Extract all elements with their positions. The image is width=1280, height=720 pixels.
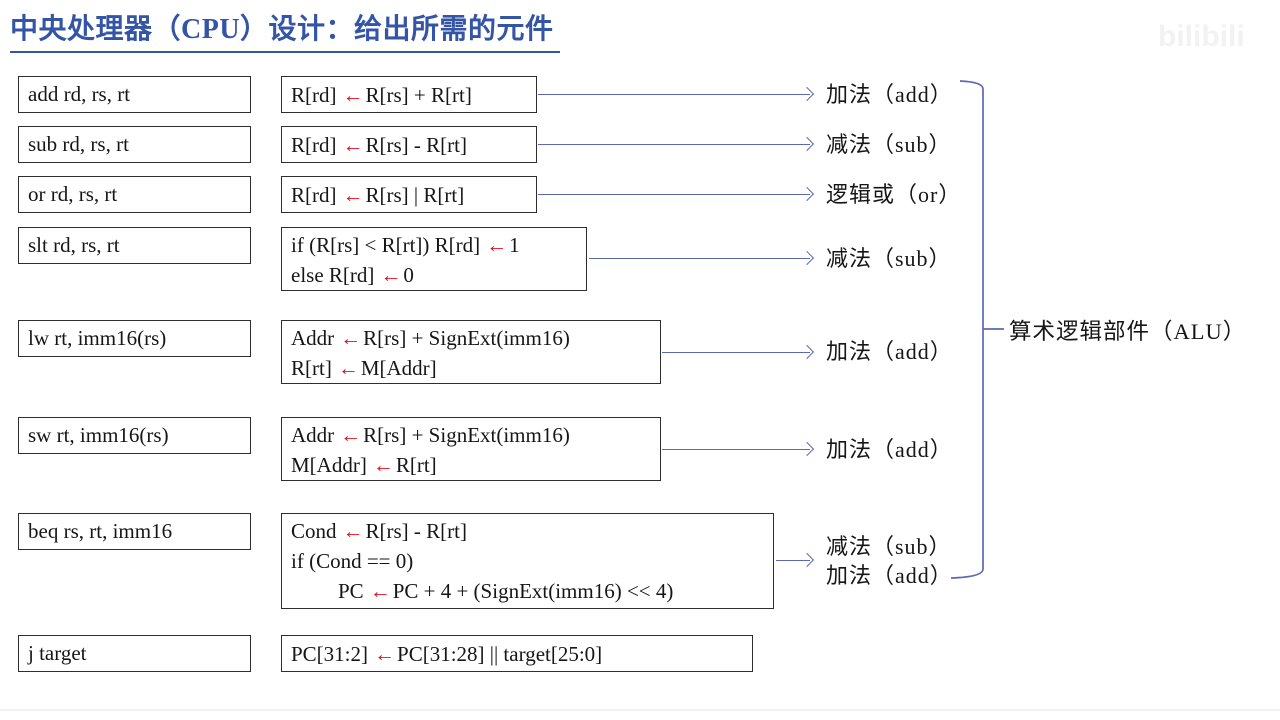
- assign-arrow-icon: ←: [342, 132, 364, 157]
- alu-op-label: 减法（sub） 加法（add）: [826, 532, 953, 590]
- assign-arrow-icon: ←: [337, 356, 359, 380]
- rtl-line: if (Cond == 0): [291, 546, 773, 576]
- rtl-line: Addr←R[rs] + SignExt(imm16): [291, 323, 660, 353]
- instruction-text: or rd, rs, rt: [28, 182, 118, 206]
- alu-label: 算术逻辑部件（ALU）: [1009, 319, 1247, 344]
- arrow-right-connector: [589, 258, 810, 259]
- rtl-line: PC[31:2]←PC[31:28] || target[25:0]: [291, 639, 602, 669]
- alu-op-label: 加法（add）: [826, 82, 953, 107]
- assign-arrow-icon: ←: [342, 82, 364, 107]
- rtl-text: R[rd]: [291, 182, 337, 207]
- alu-op-line: 减法（sub）: [826, 534, 952, 559]
- assign-arrow-icon: ←: [369, 579, 391, 603]
- instruction-box-slt: slt rd, rs, rt: [18, 227, 251, 264]
- arrow-right-connector: [776, 560, 810, 561]
- arrow-right-connector: [538, 94, 810, 95]
- rtl-text: if (Cond == 0): [291, 549, 414, 573]
- instruction-box-beq: beq rs, rt, imm16: [18, 513, 251, 550]
- rtl-line: R[rd]←R[rs] - R[rt]: [291, 130, 467, 160]
- instruction-box-add: add rd, rs, rt: [18, 76, 251, 113]
- alu-op-line: 加法（add）: [826, 563, 953, 588]
- rtl-text: R[rs] + SignExt(imm16): [363, 326, 570, 350]
- rtl-text: R[rs] | R[rt]: [365, 182, 465, 207]
- alu-op-label: 加法（add）: [826, 339, 953, 364]
- rtl-line: M[Addr]←R[rt]: [291, 450, 660, 480]
- rtl-line: PC←PC + 4 + (SignExt(imm16) << 4): [291, 576, 773, 606]
- instruction-text: add rd, rs, rt: [28, 82, 131, 106]
- rtl-box-lw: Addr←R[rs] + SignExt(imm16) R[rt]←M[Addr…: [281, 320, 661, 384]
- rtl-text: else R[rd]: [291, 263, 375, 287]
- rtl-line: R[rd]←R[rs] | R[rt]: [291, 180, 464, 210]
- slide-title: 中央处理器（CPU）设计：给出所需的元件: [10, 7, 560, 53]
- alu-op-label: 加法（add）: [826, 437, 953, 462]
- instruction-text: j target: [28, 641, 87, 665]
- rtl-text: PC[31:2]: [291, 641, 369, 666]
- rtl-box-slt: if (R[rs] < R[rt]) R[rd]←1 else R[rd]←0: [281, 227, 587, 291]
- assign-arrow-icon: ←: [372, 453, 394, 477]
- instruction-box-sw: sw rt, imm16(rs): [18, 417, 251, 454]
- instruction-text: lw rt, imm16(rs): [28, 326, 167, 350]
- instruction-box-or: or rd, rs, rt: [18, 176, 251, 213]
- rtl-box-beq: Cond←R[rs] - R[rt] if (Cond == 0) PC←PC …: [281, 513, 774, 609]
- rtl-text: R[rd]: [291, 132, 337, 157]
- slide-bottom-edge: [0, 709, 1280, 711]
- rtl-text: PC: [338, 579, 364, 603]
- rtl-line: R[rd]←R[rs] + R[rt]: [291, 80, 472, 110]
- rtl-line: Cond←R[rs] - R[rt]: [291, 516, 773, 546]
- instruction-text: sub rd, rs, rt: [28, 132, 129, 156]
- rtl-text: M[Addr]: [360, 356, 437, 380]
- rtl-text: Cond: [291, 519, 337, 543]
- rtl-line: if (R[rs] < R[rt]) R[rd]←1: [291, 230, 586, 260]
- rtl-text: R[rs] + R[rt]: [365, 82, 472, 107]
- rtl-line: R[rt]←M[Addr]: [291, 353, 660, 383]
- rtl-text: PC + 4 + (SignExt(imm16) << 4): [392, 579, 674, 603]
- rtl-box-sub: R[rd]←R[rs] - R[rt]: [281, 126, 537, 163]
- alu-op-label: 减法（sub）: [826, 246, 952, 271]
- assign-arrow-icon: ←: [340, 326, 362, 350]
- arrow-right-connector: [662, 352, 810, 353]
- rtl-text: R[rs] - R[rt]: [365, 132, 467, 157]
- rtl-text: R[rs] + SignExt(imm16): [363, 423, 570, 447]
- instruction-box-sub: sub rd, rs, rt: [18, 126, 251, 163]
- assign-arrow-icon: ←: [380, 263, 402, 287]
- rtl-box-j: PC[31:2]←PC[31:28] || target[25:0]: [281, 635, 753, 672]
- alu-op-label: 逻辑或（or）: [826, 182, 962, 207]
- assign-arrow-icon: ←: [342, 182, 364, 207]
- rtl-text: PC[31:28] || target[25:0]: [397, 641, 603, 666]
- instruction-box-j: j target: [18, 635, 251, 672]
- arrow-right-connector: [538, 144, 810, 145]
- rtl-text: R[rt]: [291, 356, 332, 380]
- rtl-text: if (R[rs] < R[rt]) R[rd]: [291, 233, 481, 257]
- rtl-text: M[Addr]: [291, 453, 367, 477]
- assign-arrow-icon: ←: [340, 423, 362, 447]
- rtl-box-sw: Addr←R[rs] + SignExt(imm16) M[Addr]←R[rt…: [281, 417, 661, 481]
- bilibili-watermark: bilibili: [1158, 20, 1245, 53]
- rtl-text: R[rd]: [291, 82, 337, 107]
- rtl-text: Addr: [291, 326, 335, 350]
- alu-brace: [950, 80, 1004, 579]
- assign-arrow-icon: ←: [342, 519, 364, 543]
- rtl-line: else R[rd]←0: [291, 260, 586, 290]
- instruction-text: slt rd, rs, rt: [28, 233, 120, 257]
- rtl-text: R[rt]: [395, 453, 437, 477]
- rtl-line: Addr←R[rs] + SignExt(imm16): [291, 420, 660, 450]
- instruction-text: sw rt, imm16(rs): [28, 423, 169, 447]
- assign-arrow-icon: ←: [374, 641, 396, 666]
- alu-op-label: 减法（sub）: [826, 132, 952, 157]
- instruction-box-lw: lw rt, imm16(rs): [18, 320, 251, 357]
- rtl-box-add: R[rd]←R[rs] + R[rt]: [281, 76, 537, 113]
- rtl-text: R[rs] - R[rt]: [365, 519, 467, 543]
- rtl-box-or: R[rd]←R[rs] | R[rt]: [281, 176, 537, 213]
- arrow-right-connector: [662, 449, 810, 450]
- arrow-right-connector: [538, 194, 810, 195]
- rtl-text: 0: [403, 263, 414, 287]
- rtl-text: 1: [509, 233, 520, 257]
- assign-arrow-icon: ←: [486, 233, 508, 257]
- rtl-text: Addr: [291, 423, 335, 447]
- instruction-text: beq rs, rt, imm16: [28, 519, 173, 543]
